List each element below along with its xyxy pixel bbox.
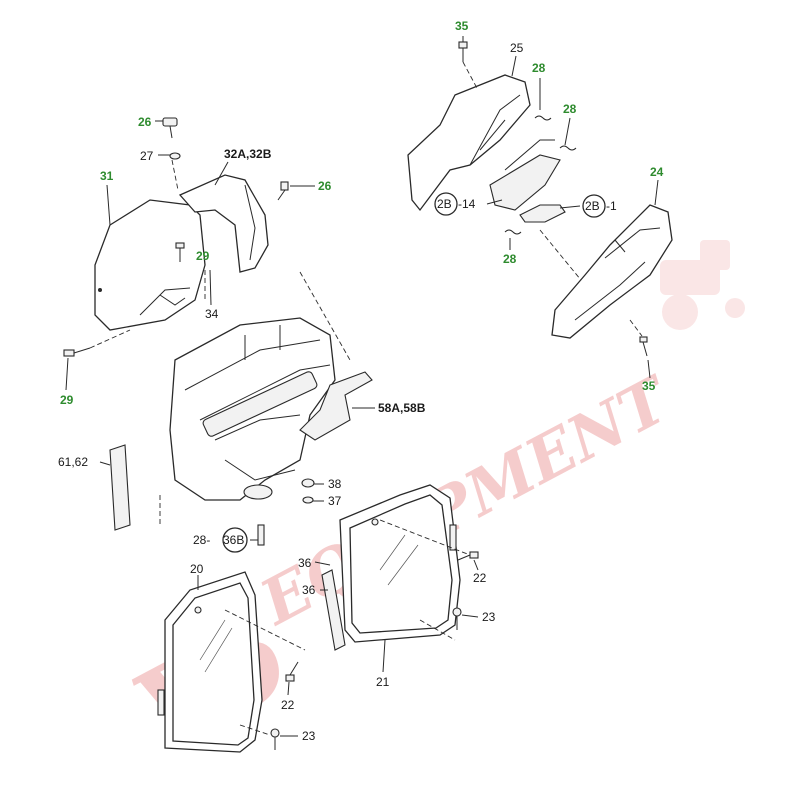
part-32-right-cover xyxy=(178,174,269,273)
tractor-watermark-icon xyxy=(660,240,745,330)
callout-21: 21 xyxy=(376,675,390,689)
circle-2B-1-icon xyxy=(582,194,606,218)
part-1-lever xyxy=(519,204,566,223)
callout-36B-circle: 36B xyxy=(223,533,244,547)
callout-61-62: 61,62 xyxy=(58,455,88,469)
circle-36B-icon xyxy=(222,527,248,553)
part-31-left-cover xyxy=(94,199,206,331)
part-58-bracket xyxy=(299,371,373,441)
callout-2B-14-tail: -14 xyxy=(458,197,476,211)
callout-34: 34 xyxy=(205,307,219,321)
part-20-left-window xyxy=(157,571,263,753)
part-21-right-window xyxy=(339,484,461,643)
callout-35-bottom: 35 xyxy=(642,379,656,393)
callout-23-right: 23 xyxy=(482,610,496,624)
callout-37: 37 xyxy=(328,494,342,508)
callout-35-top: 35 xyxy=(455,19,469,33)
callout-28-a: 28 xyxy=(532,61,546,75)
steering-column-upper-assembly xyxy=(407,41,586,286)
callout-25: 25 xyxy=(510,41,524,55)
callout-28-b: 28 xyxy=(563,102,577,116)
callout-23-bottom: 23 xyxy=(302,729,316,743)
callout-26-right: 26 xyxy=(318,179,332,193)
bolt-26-right-icon xyxy=(277,181,289,201)
bolt-23-right-icon xyxy=(452,607,462,630)
callout-24: 24 xyxy=(650,165,664,179)
callout-22-right: 22 xyxy=(473,571,487,585)
callout-20: 20 xyxy=(190,562,204,576)
part-25-cover xyxy=(407,74,531,212)
callout-29-left: 29 xyxy=(60,393,74,407)
steering-bracket-frame xyxy=(169,317,336,501)
callout-2B-1-tail: -1 xyxy=(606,199,617,213)
bolt-23-bottom-icon xyxy=(270,728,280,750)
callout-2B-14-circle: 2B xyxy=(437,197,452,211)
washer-27-icon xyxy=(169,152,181,160)
callout-36-b: 36 xyxy=(302,583,316,597)
spring-28-icon xyxy=(504,115,577,235)
callout-labels: 35 25 28 28 2B -14 2B -1 28 24 35 26 27 … xyxy=(58,19,664,743)
callout-28-c: 28 xyxy=(503,252,517,266)
part-24-lower-cover xyxy=(551,204,673,339)
circle-2B-14-icon xyxy=(434,192,458,216)
leader-lines xyxy=(65,36,659,737)
bolt-35-bottom-icon xyxy=(639,336,648,357)
bolt-35-top-icon xyxy=(458,41,468,62)
bolt-36B-icon xyxy=(257,524,265,546)
bolt-22-right-icon xyxy=(457,551,479,561)
part-61-plate xyxy=(109,444,131,531)
nut-37-icon xyxy=(302,496,314,504)
callout-58A-58B: 58A,58B xyxy=(378,401,426,415)
bolt-22-left-icon xyxy=(285,661,299,682)
nut-38-icon xyxy=(301,478,315,488)
part-14-bracket xyxy=(489,154,561,211)
callout-27: 27 xyxy=(140,149,154,163)
callout-38: 38 xyxy=(328,477,342,491)
callout-22-left: 22 xyxy=(281,698,295,712)
bolt-26-top-icon xyxy=(162,117,178,139)
callout-32A-32B: 32A,32B xyxy=(224,147,272,161)
callout-2B-1-circle: 2B xyxy=(585,199,600,213)
callout-26-top: 26 xyxy=(138,115,152,129)
callout-28-36B-head: 28- xyxy=(193,533,210,547)
callout-31: 31 xyxy=(100,169,114,183)
bolt-29-mid-icon xyxy=(175,242,185,262)
callout-29-mid: 29 xyxy=(196,249,210,263)
bolt-29-left-icon xyxy=(63,347,91,357)
callout-36-a: 36 xyxy=(298,556,312,570)
